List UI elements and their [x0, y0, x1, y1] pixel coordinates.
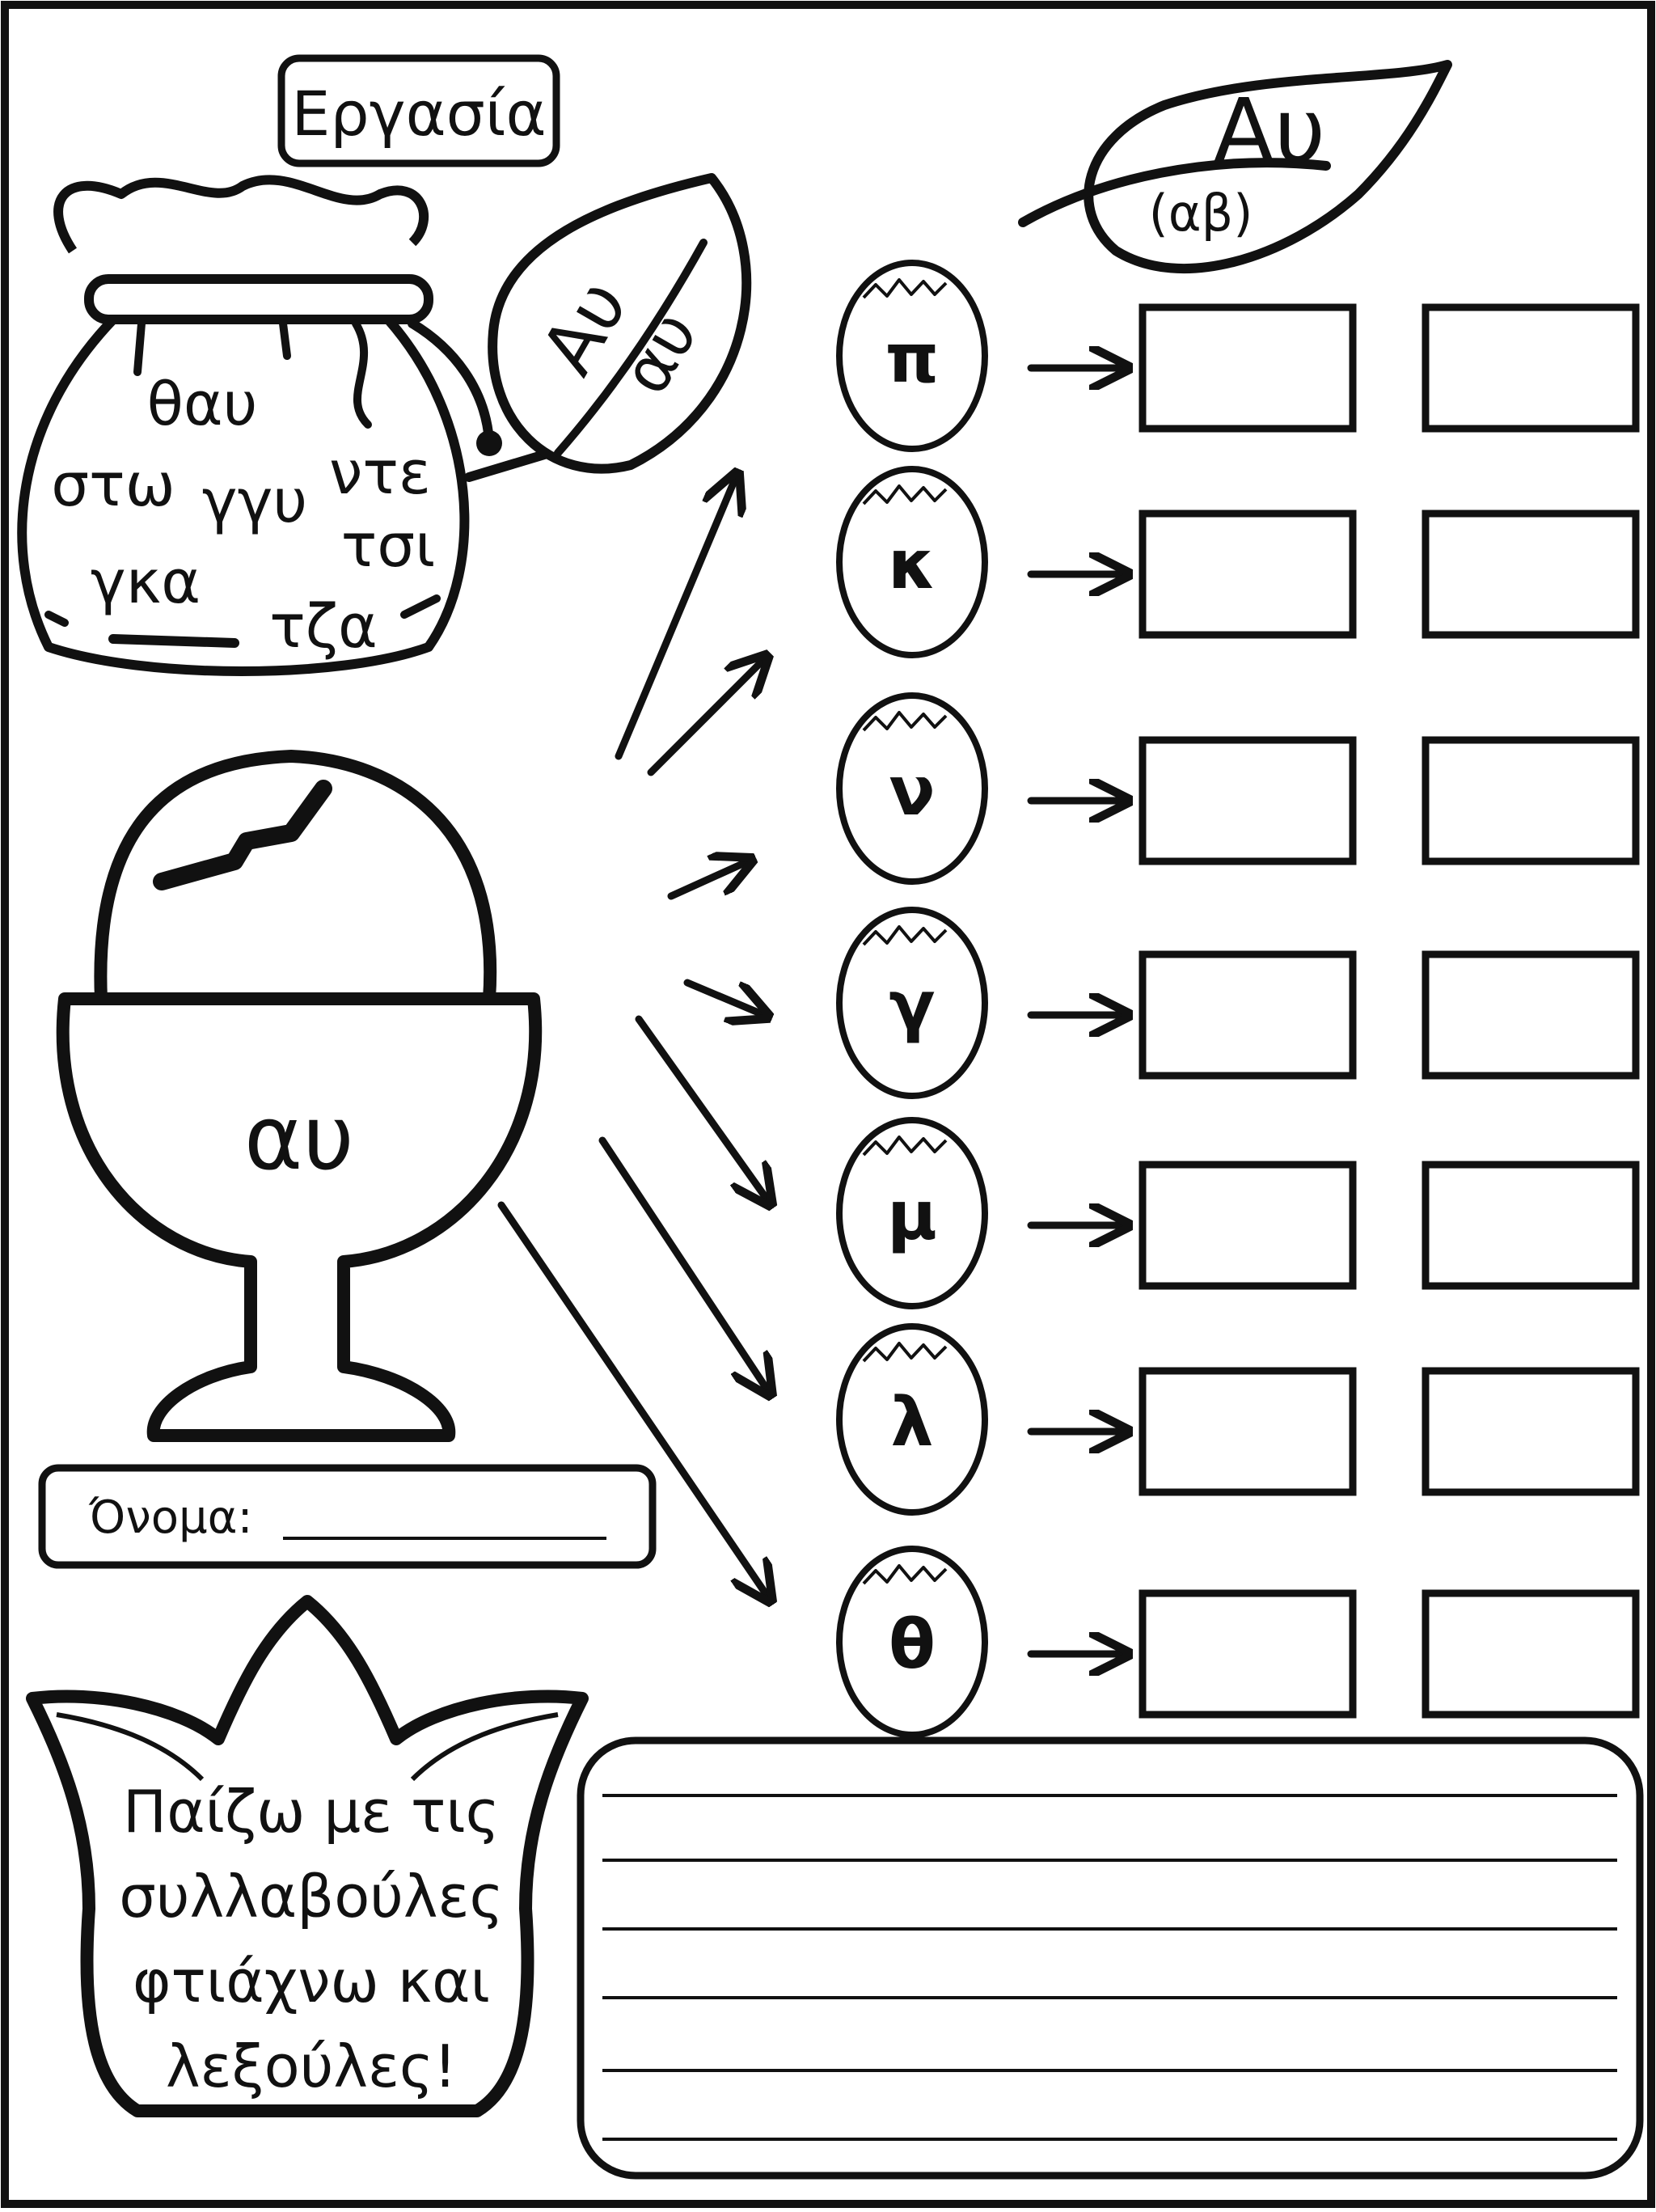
egg-letter: ν — [889, 751, 935, 831]
egg-crack — [862, 1564, 948, 1585]
egg-crack — [862, 711, 948, 732]
egg-row: ν — [836, 692, 1640, 885]
writing-area[interactable] — [577, 1736, 1644, 2180]
egg-cup: αυ — [56, 750, 543, 1442]
egg — [836, 260, 988, 452]
answer-box[interactable] — [1422, 1589, 1640, 1719]
fan-arrow — [497, 1201, 768, 1597]
egg-crack — [862, 925, 948, 946]
answer-box[interactable] — [1138, 950, 1357, 1080]
egg — [836, 1117, 988, 1309]
egg-row: λ — [836, 1323, 1640, 1516]
egg — [836, 692, 988, 885]
egg-crack — [862, 1136, 948, 1157]
fan-arrow — [683, 979, 764, 1015]
egg-letter: π — [885, 319, 939, 398]
top-leaf-sub: (αβ) — [1149, 184, 1253, 243]
egg — [836, 466, 988, 658]
egg-letter: λ — [890, 1382, 933, 1461]
pouch-syllable: γκα — [91, 548, 201, 617]
answer-box[interactable] — [1422, 736, 1640, 865]
top-leaf-main: Αυ — [1214, 79, 1326, 183]
tulip-frame: Παίζω με τις συλλαβούλες φτιάχνω και λεξ… — [26, 1595, 589, 2117]
egg-rows: π κ ν γ μ λ θ — [836, 260, 1640, 1738]
task-label-box: Εργασία — [277, 54, 560, 167]
answer-box[interactable] — [1422, 950, 1640, 1080]
egg-crack — [862, 1342, 948, 1363]
egg-row: μ — [836, 1117, 1640, 1309]
pouch-syllable: γγυ — [202, 467, 307, 536]
answer-box[interactable] — [1422, 1161, 1640, 1290]
tulip-line: λεξούλες! — [166, 2032, 457, 2100]
fan-arrow — [598, 1136, 768, 1391]
egg — [836, 1323, 988, 1516]
name-field[interactable]: Όνομα: — [38, 1464, 657, 1569]
egg-row: θ — [836, 1546, 1640, 1738]
egg-letter: γ — [889, 966, 935, 1045]
pouch-syllable: θαυ — [147, 370, 258, 439]
tulip-line: Παίζω με τις — [123, 1778, 500, 1846]
pouch-syllable: τζα — [269, 592, 378, 662]
syllable-pouch: θαυ στω γγυ ντε τσι γκα τζα — [17, 175, 555, 676]
egg-crack — [862, 278, 948, 299]
egg-crack — [862, 484, 948, 505]
answer-box[interactable] — [1138, 510, 1357, 639]
pouch-syllable: τσι — [341, 511, 436, 581]
task-label: Εργασία — [291, 78, 546, 150]
answer-box[interactable] — [1422, 303, 1640, 433]
answer-box[interactable] — [1422, 1367, 1640, 1496]
fan-arrows — [497, 477, 768, 1597]
top-leaf: Αυ (αβ) — [1018, 60, 1452, 274]
egg — [836, 907, 988, 1099]
answer-box[interactable] — [1138, 1589, 1357, 1719]
egg-letter: κ — [888, 525, 936, 604]
pouch-syllable: ντε — [329, 438, 431, 508]
egg-letter: μ — [887, 1176, 937, 1255]
fan-arrow — [647, 659, 764, 776]
pouch-leaf: Αυ αυ — [488, 173, 752, 474]
cup-label: αυ — [244, 1086, 354, 1190]
answer-box[interactable] — [1422, 510, 1640, 639]
fan-arrow — [667, 861, 748, 900]
egg-row: π — [836, 260, 1640, 452]
egg — [836, 1546, 988, 1738]
answer-box[interactable] — [1138, 303, 1357, 433]
answer-box[interactable] — [1138, 736, 1357, 865]
egg-letter: θ — [889, 1605, 936, 1684]
answer-box[interactable] — [1138, 1367, 1357, 1496]
egg-row: κ — [836, 466, 1640, 658]
name-label: Όνομα: — [88, 1491, 252, 1544]
pouch-syllable: στω — [51, 450, 175, 520]
tulip-line: φτιάχνω και — [133, 1948, 490, 2015]
tulip-line: συλλαβούλες — [119, 1863, 503, 1931]
fan-arrow — [615, 477, 736, 760]
fan-arrow — [635, 1015, 768, 1201]
answer-box[interactable] — [1138, 1161, 1357, 1290]
egg-row: γ — [836, 907, 1640, 1099]
